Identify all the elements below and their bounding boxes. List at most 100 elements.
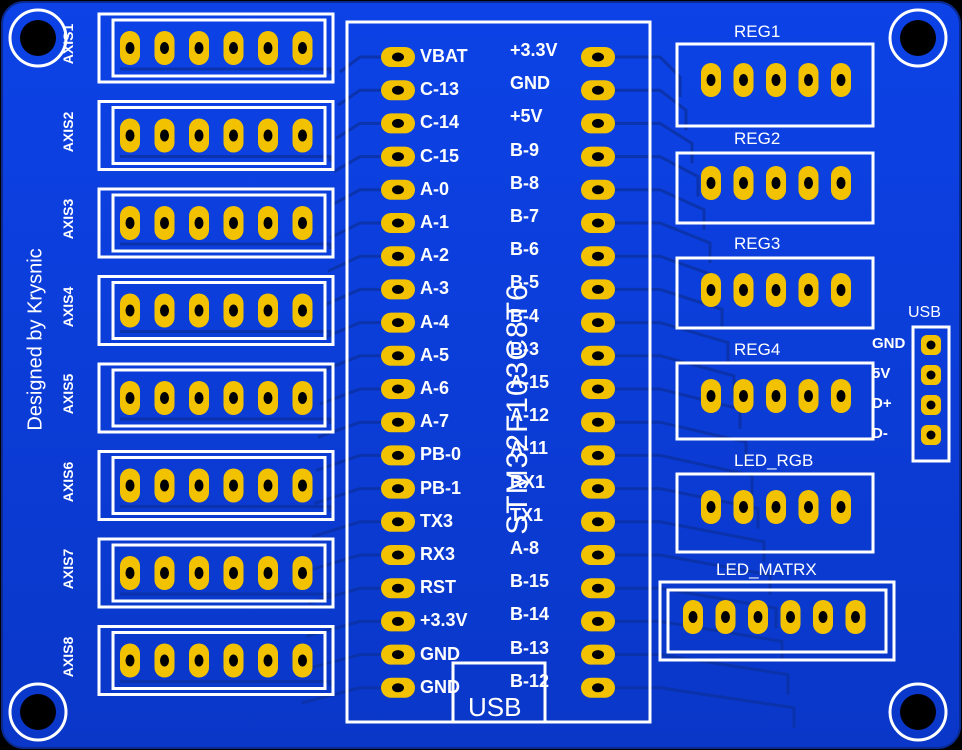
left-pin-label: A-6 [420, 378, 450, 398]
trace [600, 387, 742, 429]
axis-pad [258, 206, 278, 240]
trace [120, 242, 332, 249]
left-pin-pad [381, 312, 415, 333]
left-pin-pad [381, 545, 415, 565]
axis-pad [120, 118, 140, 153]
axis-pad [189, 31, 209, 65]
trace [120, 680, 332, 687]
connector-label: REG1 [734, 22, 781, 41]
connector-pad [798, 379, 819, 413]
trace [600, 221, 712, 263]
right-pin-pad [581, 47, 615, 67]
usb-header-pad [921, 395, 941, 415]
connector-reg3 [675, 256, 875, 330]
left-pin-label: A-0 [420, 178, 450, 199]
axis-connector-7 [97, 537, 335, 609]
usb-port-outline [451, 661, 547, 724]
usb-header-pad [921, 335, 941, 355]
trace [600, 88, 688, 131]
connector-label: LED_MATRX [716, 560, 817, 579]
connector-pad [798, 166, 819, 200]
trace [120, 417, 332, 424]
connector-pad [798, 63, 819, 97]
right-pin-pad [581, 511, 615, 532]
connector-led-matrx [658, 580, 896, 662]
trace [600, 321, 730, 363]
axis-pad [223, 643, 244, 678]
connector-pad [733, 63, 754, 97]
axis-label: AXIS7 [60, 548, 77, 590]
left-pin-pad [381, 345, 415, 366]
right-pin-pad [581, 279, 615, 300]
axis-label: AXIS1 [60, 23, 77, 65]
connector-pad [766, 379, 786, 413]
right-pin-label: B-13 [510, 637, 550, 658]
axis-pad [154, 118, 175, 153]
usb-header-pad [921, 425, 941, 445]
axis-label: AXIS3 [60, 198, 77, 240]
right-pin-pad [581, 677, 615, 698]
left-pin-label: C-13 [420, 79, 460, 100]
right-pin-label: B-14 [510, 604, 550, 625]
right-pin-label: A-11 [510, 438, 549, 459]
left-pin-label: +3.3V [420, 610, 468, 631]
left-pin-pad [381, 677, 415, 698]
left-pin-label: VBAT [420, 46, 468, 66]
axis-pad [120, 643, 140, 678]
right-pin-label: B-8 [510, 172, 540, 193]
connector-pad [701, 379, 721, 413]
right-pin-pad [581, 246, 615, 267]
left-pin-label: C-15 [420, 145, 460, 166]
right-pin-label: B-15 [510, 571, 550, 592]
right-pin-pad [581, 113, 615, 134]
usb-header-pin-label: D+ [872, 395, 892, 412]
trace [600, 653, 790, 695]
right-pin-label: B-7 [510, 206, 540, 226]
right-pin-label: B-12 [510, 670, 550, 691]
right-pin-pad [581, 478, 615, 499]
right-pin-label: A-8 [510, 538, 540, 558]
right-pin-pad [581, 445, 615, 466]
axis-pad [189, 381, 209, 415]
mounting-hole-1 [8, 8, 68, 68]
connector-pad [733, 379, 754, 413]
mounting-hole-2 [888, 8, 948, 68]
axis-pad [120, 468, 140, 503]
right-pin-label: B-4 [510, 305, 540, 326]
connector-pad [733, 166, 754, 200]
connector-pad [733, 273, 754, 307]
left-pin-label: A-2 [420, 245, 450, 266]
usb-main-label: USB [468, 692, 522, 722]
axis-pad [189, 556, 209, 590]
left-pin-label: A-4 [420, 311, 450, 332]
axis-pad [120, 381, 140, 415]
trace [600, 354, 736, 396]
axis-connector-1 [97, 12, 335, 84]
left-pin-label: RST [420, 577, 456, 598]
connector-reg2 [675, 151, 875, 225]
connector-label: REG3 [734, 234, 781, 253]
axis-pad [223, 118, 244, 153]
left-pin-pad [381, 445, 415, 466]
left-pin-label: PB-1 [420, 477, 462, 498]
axis-connector-8 [97, 625, 335, 696]
left-pin-pad [381, 80, 415, 101]
right-pin-pad [581, 146, 615, 167]
axis-pad [292, 293, 313, 328]
axis-pad [258, 118, 278, 153]
axis-pad [154, 643, 175, 678]
left-pin-label: RX3 [420, 544, 456, 564]
left-pin-pad [381, 113, 415, 134]
connector-pad [701, 490, 721, 524]
left-pin-pad [381, 412, 415, 433]
mounting-hole-4 [888, 682, 948, 742]
left-pin-pad [381, 246, 415, 267]
left-pin-label: A-7 [420, 411, 450, 432]
left-pin-pad [381, 379, 415, 399]
axis-pad [223, 468, 244, 503]
connector-pad [798, 273, 819, 307]
axis-pad [258, 556, 278, 590]
right-pin-label: A-15 [510, 372, 550, 392]
axis-pad [258, 643, 278, 678]
